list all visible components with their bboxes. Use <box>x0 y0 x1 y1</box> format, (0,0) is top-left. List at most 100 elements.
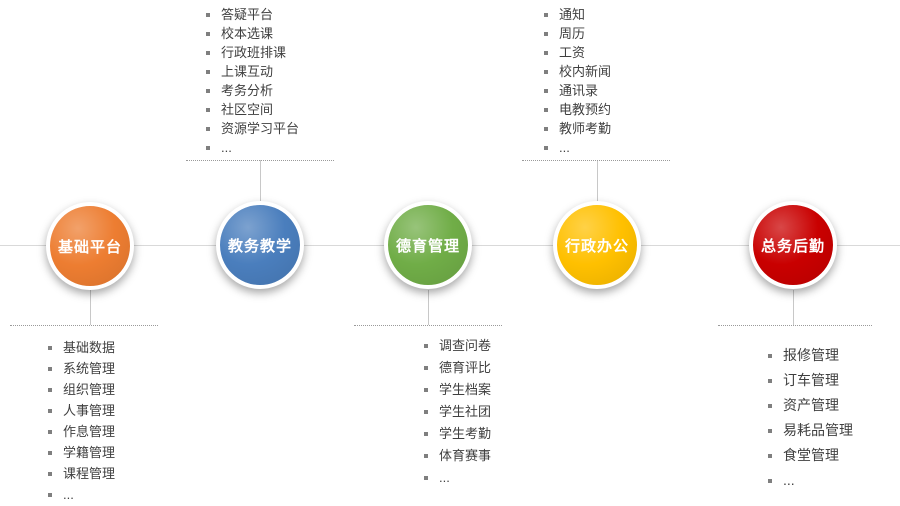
bullet-icon <box>48 408 52 413</box>
feature-list-general-logistics: 报修管理 订车管理 资产管理 易耗品管理 食堂管理 ... <box>768 343 853 493</box>
branch-dotted-line <box>718 325 872 326</box>
bullet-icon <box>424 454 428 458</box>
list-item-text: 社区空间 <box>221 102 274 117</box>
bullet-icon <box>424 476 428 480</box>
bullet-icon <box>768 453 772 458</box>
branch-dotted-line <box>354 325 502 326</box>
list-item: 学籍管理 <box>48 442 115 463</box>
branch-dotted-line <box>186 160 334 161</box>
list-item: 调查问卷 <box>424 335 491 357</box>
list-item-text: 上课互动 <box>221 64 274 79</box>
list-item: 报修管理 <box>768 343 853 368</box>
list-item: 校本选课 <box>206 24 299 43</box>
list-item: ... <box>544 138 611 157</box>
bullet-icon <box>544 145 548 150</box>
list-item: ... <box>206 138 299 157</box>
bullet-icon <box>424 388 428 392</box>
list-item-text: 通知 <box>559 7 586 22</box>
list-item: 答疑平台 <box>206 5 299 24</box>
bullet-icon <box>206 145 210 150</box>
list-item: ... <box>424 467 491 489</box>
list-item: 社区空间 <box>206 100 299 119</box>
bullet-icon <box>424 432 428 436</box>
list-item: 资源学习平台 <box>206 119 299 138</box>
list-item: 课程管理 <box>48 463 115 484</box>
list-item: 组织管理 <box>48 379 115 400</box>
bullet-icon <box>48 450 52 455</box>
list-item-text: 食堂管理 <box>783 447 839 463</box>
list-item-text: 系统管理 <box>63 361 116 376</box>
bullet-icon <box>206 31 210 36</box>
feature-list-moral-education: 调查问卷 德育评比 学生档案 学生社团 学生考勤 体育赛事 ... <box>424 335 491 489</box>
bullet-icon <box>206 50 210 55</box>
list-item: ... <box>768 468 853 493</box>
list-item-text: 报修管理 <box>783 347 839 363</box>
connector-line <box>90 290 91 325</box>
list-item-text: 学生社团 <box>439 404 492 419</box>
feature-list-basic-platform: 基础数据 系统管理 组织管理 人事管理 作息管理 学籍管理 课程管理 ... <box>48 337 115 505</box>
list-item: 教师考勤 <box>544 119 611 138</box>
list-item: 资产管理 <box>768 393 853 418</box>
list-item-text: 体育赛事 <box>439 448 492 463</box>
list-item-text: 订车管理 <box>783 372 839 388</box>
bullet-icon <box>768 478 772 483</box>
list-item-text: 基础数据 <box>63 340 116 355</box>
list-item-text: ... <box>439 470 450 485</box>
list-item-text: 资源学习平台 <box>221 121 300 136</box>
list-item: 电教预约 <box>544 100 611 119</box>
node-label: 基础平台 <box>57 238 122 256</box>
list-item-text: ... <box>783 472 795 488</box>
node-circle-basic-platform: 基础平台 <box>46 202 134 290</box>
list-item-text: 调查问卷 <box>439 338 492 353</box>
bullet-icon <box>48 345 52 350</box>
bullet-icon <box>544 107 548 112</box>
node-label: 教务教学 <box>227 237 292 255</box>
list-item-text: 校本选课 <box>221 26 274 41</box>
list-item-text: ... <box>221 140 232 155</box>
list-item: 学生考勤 <box>424 423 491 445</box>
bullet-icon <box>768 353 772 358</box>
list-item-text: 德育评比 <box>439 360 492 375</box>
bullet-icon <box>544 88 548 93</box>
bullet-icon <box>424 366 428 370</box>
bullet-icon <box>48 492 52 497</box>
node-label: 总务后勤 <box>760 237 825 255</box>
node-circle-academic-teaching: 教务教学 <box>216 201 304 289</box>
list-item-text: 学生考勤 <box>439 426 492 441</box>
connector-line <box>428 290 429 325</box>
list-item: 订车管理 <box>768 368 853 393</box>
bullet-icon <box>768 403 772 408</box>
list-item: 德育评比 <box>424 357 491 379</box>
list-item: 体育赛事 <box>424 445 491 467</box>
list-item-text: 周历 <box>559 26 586 41</box>
bullet-icon <box>544 50 548 55</box>
bullet-icon <box>544 126 548 131</box>
list-item-text: 通讯录 <box>559 83 599 98</box>
feature-list-admin-office: 通知 周历 工资 校内新闻 通讯录 电教预约 教师考勤 ... <box>544 5 611 157</box>
bullet-icon <box>544 12 548 17</box>
list-item: 人事管理 <box>48 400 115 421</box>
bullet-icon <box>544 31 548 36</box>
list-item-text: 学生档案 <box>439 382 492 397</box>
list-item-text: 组织管理 <box>63 382 116 397</box>
list-item: 周历 <box>544 24 611 43</box>
list-item: 食堂管理 <box>768 443 853 468</box>
bullet-icon <box>424 410 428 414</box>
list-item: 学生社团 <box>424 401 491 423</box>
list-item: 通知 <box>544 5 611 24</box>
list-item: 校内新闻 <box>544 62 611 81</box>
connector-line <box>260 160 261 201</box>
node-label: 行政办公 <box>564 237 629 255</box>
bullet-icon <box>48 429 52 434</box>
list-item-text: 作息管理 <box>63 424 116 439</box>
bullet-icon <box>768 378 772 383</box>
node-label: 德育管理 <box>395 237 460 255</box>
list-item: 行政班排课 <box>206 43 299 62</box>
list-item: 工资 <box>544 43 611 62</box>
bullet-icon <box>206 107 210 112</box>
list-item-text: 行政班排课 <box>221 45 287 60</box>
list-item: 考务分析 <box>206 81 299 100</box>
list-item-text: 工资 <box>559 45 586 60</box>
list-item: 基础数据 <box>48 337 115 358</box>
